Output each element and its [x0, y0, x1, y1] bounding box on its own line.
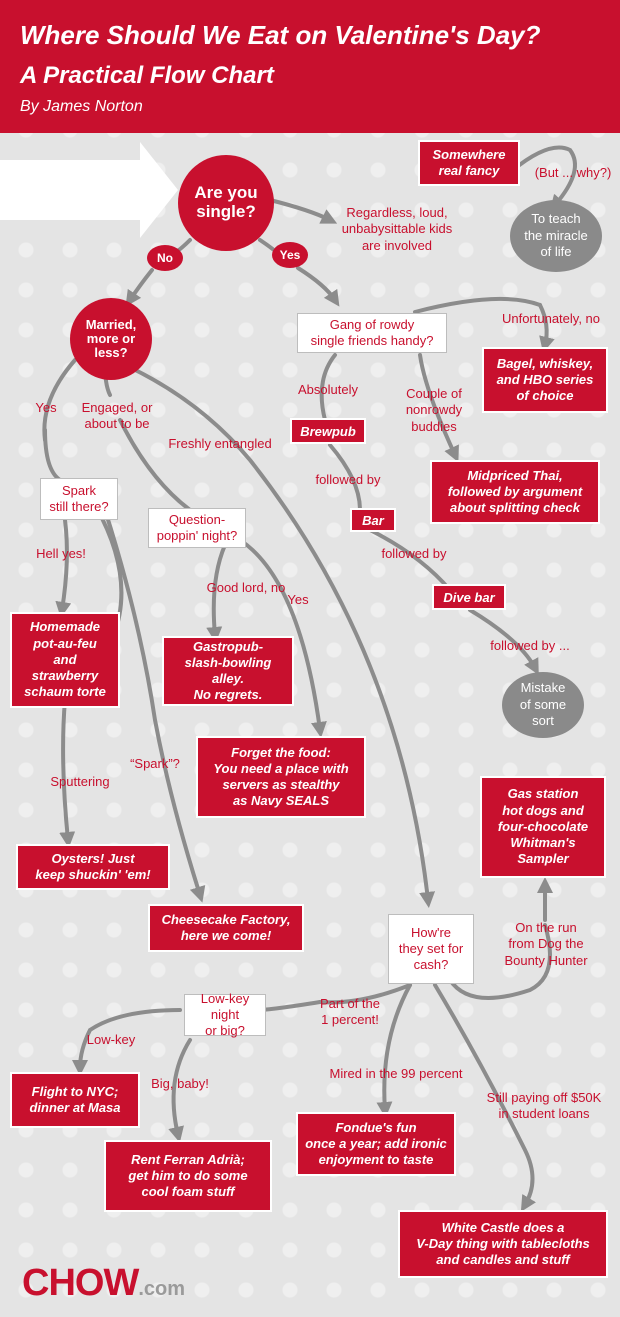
- cash-question-box: How're they set for cash?: [388, 914, 474, 984]
- page-subtitle: A Practical Flow Chart: [20, 62, 274, 89]
- logo-main: CHOW: [22, 1262, 139, 1304]
- title-banner: Where Should We Eat on Valentine's Day? …: [0, 0, 620, 133]
- unfortunately-no-label: Unfortunately, no: [501, 311, 601, 326]
- brewpub-box: Brewpub: [290, 418, 366, 444]
- flight-nyc-box: Flight to NYC; dinner at Masa: [10, 1072, 140, 1128]
- to-teach-circle: To teach the miracle of life: [510, 200, 602, 272]
- followed-by-label-1: followed by: [315, 472, 381, 487]
- mistake-circle: Mistake of some sort: [502, 672, 584, 738]
- spark-quote-label: “Spark”?: [130, 756, 180, 771]
- gang-question-box: Gang of rowdy single friends handy?: [297, 313, 447, 353]
- homemade-box: Homemade pot-au-feu and strawberry schau…: [10, 612, 120, 708]
- sputtering-label: Sputtering: [50, 774, 110, 789]
- big-baby-label: Big, baby!: [151, 1076, 209, 1091]
- somewhere-fancy-box: Somewhere real fancy: [418, 140, 520, 186]
- mired-label: Mired in the 99 percent: [329, 1066, 463, 1081]
- start-question-circle: Are you single?: [178, 155, 274, 251]
- spark-question-box: Spark still there?: [40, 478, 118, 520]
- chow-logo[interactable]: CHOW.com: [22, 1262, 185, 1305]
- absolutely-label: Absolutely: [298, 382, 358, 397]
- start-arrow: [0, 142, 178, 238]
- midpriced-thai-box: Midpriced Thai, followed by argument abo…: [430, 460, 600, 524]
- white-castle-box: White Castle does a V-Day thing with tab…: [398, 1210, 608, 1278]
- followed-by-label-2: followed by: [381, 546, 447, 561]
- answer-yes-badge: Yes: [272, 242, 308, 268]
- student-loans-label: Still paying off $50K in student loans: [486, 1090, 602, 1122]
- hell-yes-label: Hell yes!: [36, 546, 86, 561]
- oysters-box: Oysters! Just keep shuckin' 'em!: [16, 844, 170, 890]
- question-night-yes-label: Yes: [287, 592, 309, 607]
- answer-no-badge: No: [147, 245, 183, 271]
- bar-box: Bar: [350, 508, 396, 532]
- logo-suffix: .com: [138, 1278, 185, 1300]
- good-lord-no-label: Good lord, no: [206, 580, 286, 595]
- married-yes-label: Yes: [35, 400, 57, 415]
- on-the-run-label: On the run from Dog the Bounty Hunter: [504, 920, 588, 968]
- ferran-adria-box: Rent Ferran Adrià; get him to do some co…: [104, 1140, 272, 1212]
- byline: By James Norton: [20, 98, 143, 115]
- followed-by-label-3: followed by ...: [490, 638, 570, 653]
- forget-food-box: Forget the food: You need a place with s…: [196, 736, 366, 818]
- one-percent-label: Part of the 1 percent!: [320, 996, 380, 1028]
- dive-bar-box: Dive bar: [432, 584, 506, 610]
- but-why-label: (But ... why?): [534, 165, 612, 180]
- fondue-box: Fondue's fun once a year; add ironic enj…: [296, 1112, 456, 1176]
- couple-buddies-label: Couple of nonrowdy buddies: [405, 386, 463, 434]
- lowkey-label: Low-key: [86, 1032, 136, 1047]
- regardless-kids-label: Regardless, loud, unbabysittable kids ar…: [341, 205, 453, 253]
- lowkey-question-box: Low-key night or big?: [184, 991, 266, 1038]
- married-question-circle: Married, more or less?: [70, 298, 152, 380]
- cheesecake-box: Cheesecake Factory, here we come!: [148, 904, 304, 952]
- bagel-whiskey-box: Bagel, whiskey, and HBO series of choice: [482, 347, 608, 413]
- gas-station-box: Gas station hot dogs and four-chocolate …: [480, 776, 606, 878]
- gastropub-box: Gastropub- slash-bowling alley. No regre…: [162, 636, 294, 706]
- question-night-box: Question- poppin' night?: [148, 508, 246, 548]
- freshly-entangled-label: Freshly entangled: [168, 436, 272, 451]
- engaged-label: Engaged, or about to be: [81, 400, 153, 432]
- page-title: Where Should We Eat on Valentine's Day?: [20, 20, 541, 50]
